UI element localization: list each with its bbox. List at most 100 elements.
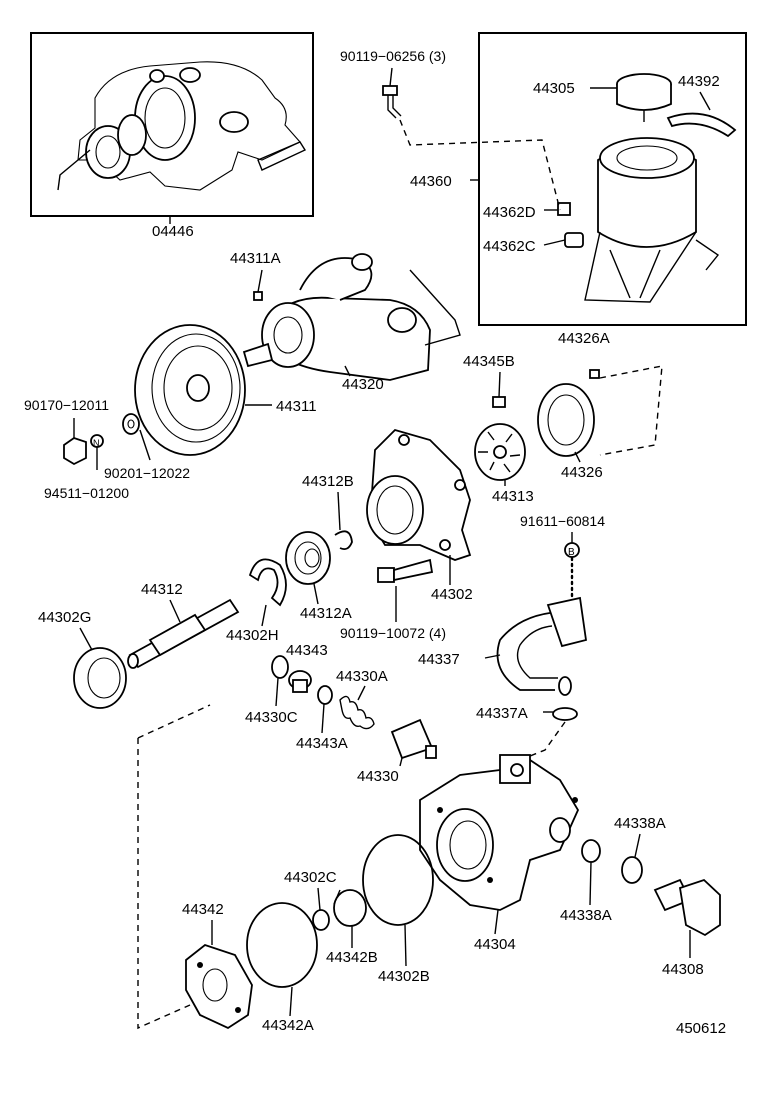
body-44304 <box>419 754 580 911</box>
pulley-hub <box>186 374 210 402</box>
housing-bolt-hole-2 <box>454 479 466 491</box>
bearing-outer <box>285 531 331 585</box>
reservoir-clamp-44392 <box>666 112 737 138</box>
nut-marker-letter: N <box>93 438 100 448</box>
union-hex <box>678 878 721 937</box>
oring-44338A-lower <box>581 839 601 863</box>
bolt-shank-2 <box>393 558 434 582</box>
dashed-left <box>137 738 191 1030</box>
label-90119-10072: 90119−10072 (4) <box>340 625 446 641</box>
reservoir-frame <box>478 32 747 326</box>
label-44338A-bottom: 44338A <box>560 907 612 924</box>
rotor-vanes <box>478 431 521 473</box>
bearing-inner <box>294 541 322 575</box>
leader-44343A <box>321 703 325 734</box>
housing-bore-inner <box>376 485 414 535</box>
label-44312: 44312 <box>141 581 183 598</box>
reservoir-cap-body <box>616 84 672 111</box>
plate-body <box>185 943 253 1030</box>
reservoir-bracket <box>584 231 697 303</box>
plate-center <box>202 968 228 1002</box>
cap-44342B <box>333 889 367 927</box>
label-44342: 44342 <box>182 901 224 918</box>
dashed-cam-ring <box>599 365 663 456</box>
washer-outer <box>122 413 140 435</box>
pin-44326A <box>589 369 600 379</box>
seal-outer <box>73 647 127 709</box>
gasket-ring-large-inner <box>144 87 186 149</box>
oring-44342A <box>246 902 318 988</box>
leader-44330C <box>275 677 279 707</box>
figure-id: 450612 <box>676 1020 726 1037</box>
label-44302: 44302 <box>431 586 473 603</box>
label-44337A: 44337A <box>476 705 528 722</box>
label-90201-12022: 90201−12022 <box>104 465 190 481</box>
oring-44337A <box>552 707 578 721</box>
dashed-top-left <box>137 704 211 739</box>
body-bore <box>436 808 494 882</box>
union-44308 <box>653 878 721 937</box>
label-44308: 44308 <box>662 961 704 978</box>
plate-44342 <box>185 943 253 1030</box>
leader-44312 <box>169 599 181 623</box>
leader-44304 <box>494 909 499 935</box>
leader-44330A <box>357 685 366 701</box>
washer-90201-12022 <box>122 413 151 461</box>
cam-ring-outer <box>537 383 595 457</box>
leader-90119-06256 <box>389 67 393 87</box>
label-44326A: 44326A <box>558 330 610 347</box>
nut-90170-12011 <box>63 418 87 466</box>
cap-edge <box>333 889 341 905</box>
label-44302H: 44302H <box>226 627 279 644</box>
pump-outlet-fitting <box>351 253 373 271</box>
plug-44343 <box>288 670 312 693</box>
bearing-bore <box>304 548 320 568</box>
body-bolt-hole-3 <box>572 797 578 803</box>
pulley-web <box>163 345 233 431</box>
leader-44392 <box>699 91 711 111</box>
plug-body <box>292 679 308 693</box>
label-91611-60814: 91611−60814 <box>520 513 605 529</box>
cap-front <box>333 889 367 927</box>
bolt-marker: B <box>564 532 580 558</box>
leader-44311A <box>257 269 263 293</box>
label-44362D: 44362D <box>483 204 536 221</box>
leader-44302G <box>79 627 93 651</box>
label-44343A: 44343A <box>296 735 348 752</box>
pump-shaft <box>242 342 274 368</box>
label-44360: 44360 <box>410 173 452 190</box>
housing-bolt-hole-1 <box>398 434 410 446</box>
leader-44326 <box>574 451 581 463</box>
label-44337: 44337 <box>418 651 460 668</box>
bolt-marker-letter: B <box>568 547 575 558</box>
snap-ring-44302H <box>248 558 287 607</box>
leader-44312B <box>337 491 341 531</box>
gasket-oring-top <box>179 67 201 83</box>
pipe-tube <box>496 611 559 691</box>
gasket-spline <box>57 149 91 191</box>
plate-hole-1 <box>197 962 203 968</box>
leader-44338A-top <box>634 833 641 858</box>
body-bolt-hole-1 <box>437 807 443 813</box>
gasket-kit-frame <box>30 32 314 217</box>
label-44338A-top: 44338A <box>614 815 666 832</box>
valve-tip <box>425 745 437 759</box>
pump-front-hub <box>273 316 303 354</box>
leader-44302C <box>317 887 321 911</box>
oil-seal-44302G <box>73 647 127 709</box>
label-44311: 44311 <box>276 398 317 415</box>
cam-ring-44326 <box>537 383 595 457</box>
label-44320: 44320 <box>342 376 384 393</box>
label-44302C: 44302C <box>284 869 337 886</box>
leader-44330 <box>399 757 403 767</box>
label-44330A: 44330A <box>336 668 388 685</box>
pipe-union <box>546 596 588 648</box>
gasket-strip <box>257 141 307 171</box>
leader-44338A-bottom <box>589 861 592 906</box>
oring-44330C <box>271 655 289 679</box>
leader-44312A <box>313 583 319 605</box>
pump-front-face <box>261 302 315 368</box>
nut-marker: N <box>90 434 104 470</box>
shaft-end <box>127 653 139 669</box>
